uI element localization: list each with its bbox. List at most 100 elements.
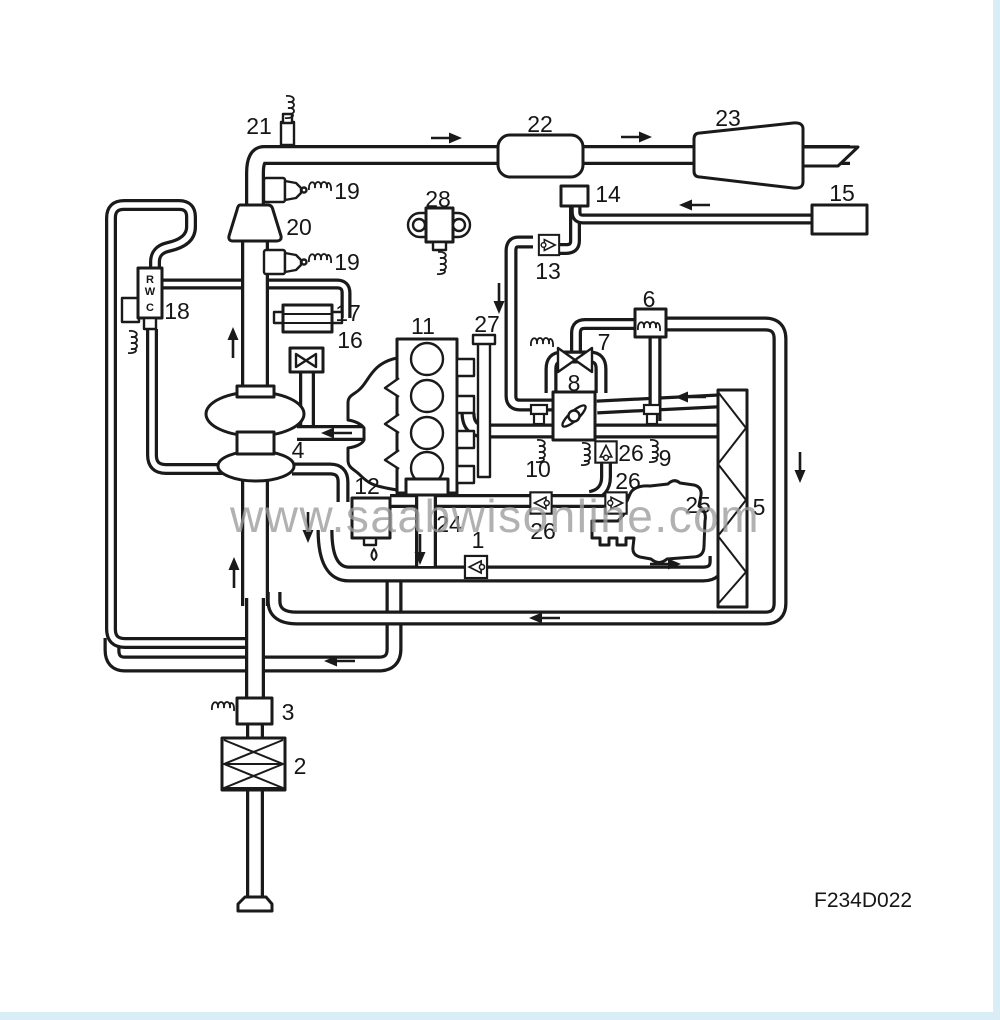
runner-4: [455, 464, 476, 485]
pipe-left-loop: [108, 202, 247, 646]
flow-arrow-down: [414, 534, 426, 565]
figure-code: F234D022: [814, 889, 912, 912]
manifold-chevrons: [383, 377, 400, 471]
part-label-4: 4: [292, 437, 305, 463]
intercooler-5: [716, 388, 749, 609]
pipe-13-down: [507, 238, 555, 409]
check-valve-1: [463, 554, 489, 580]
exhaust-tip: [801, 145, 860, 168]
pipe-exhaust-top: [248, 148, 850, 206]
air-mass-meter-cone: [227, 203, 283, 243]
part-label-10: 10: [525, 456, 551, 482]
flow-arrow-left: [679, 199, 710, 211]
intake-funnel: [346, 356, 399, 492]
part-label-8: 8: [568, 370, 581, 396]
cylinder-1: [409, 341, 445, 377]
turbo-compressor-oval-upper: [204, 390, 306, 438]
runner-3: [455, 429, 476, 450]
throttle-body-8: [551, 390, 597, 465]
check-valve-26-upper: [594, 440, 618, 464]
pipe-18-to-17: [161, 281, 349, 318]
part-label-14: 14: [595, 181, 621, 207]
butterfly-valve-7: [530, 337, 594, 374]
shift-up-valve-18: R W C: [120, 266, 164, 353]
pipe-18-down: [146, 329, 224, 475]
part-label-1: 1: [472, 527, 485, 553]
air-filter-2: [220, 736, 287, 792]
sensor-21-cap: [281, 112, 294, 125]
part-label-21: 21: [246, 113, 272, 139]
flow-arrows: [227, 131, 806, 667]
canister-17: [272, 303, 344, 334]
part-label-23: 23: [715, 105, 741, 131]
flow-arrow-down: [493, 283, 505, 314]
flow-arrow-up: [227, 327, 239, 358]
part-label-2: 2: [294, 753, 307, 779]
components: R W C: [120, 96, 869, 913]
runner-1: [455, 357, 476, 378]
sensor-21-body: [279, 120, 296, 147]
part-label-22: 22: [527, 111, 553, 137]
oval-connector-block: [235, 430, 276, 456]
flow-arrow-down: [794, 452, 806, 483]
part-label-12: 12: [354, 473, 380, 499]
part-label-13: 13: [535, 258, 561, 284]
part-label-16: 16: [337, 327, 363, 353]
flow-arrow-right: [621, 131, 652, 143]
cylinder-2: [409, 378, 445, 414]
pipe-oval-to-12: [292, 465, 347, 502]
part-label-19: 19: [334, 249, 360, 275]
oval-top-flange: [235, 384, 276, 399]
watermark-text: www.saabwisonline.com: [229, 490, 760, 542]
flow-arrow-right: [431, 132, 462, 144]
injector-19-upper: [262, 176, 333, 204]
flow-arrow-down: [302, 512, 314, 543]
runner-2: [455, 394, 476, 415]
rwc-letter-r: R: [146, 274, 154, 286]
sump-flange: [404, 477, 450, 497]
flow-arrow-right: [650, 558, 681, 570]
injector-19-lower: [262, 248, 333, 276]
pipe-6-to-7: [573, 321, 637, 352]
flow-arrow-up: [228, 557, 240, 588]
flow-arrow-left: [675, 391, 706, 403]
part-label-3: 3: [282, 699, 295, 725]
control-box-15: [810, 203, 869, 236]
fuel-rail-cap: [471, 333, 497, 346]
part-label-28: 28: [425, 186, 451, 212]
part-label-27: 27: [474, 311, 500, 337]
muffler-23: [692, 121, 805, 190]
part-label-11: 11: [411, 313, 435, 339]
rwc-letter-w: W: [145, 286, 156, 298]
engine-mount-28: [406, 206, 472, 274]
pipe-right-loop: [269, 319, 785, 623]
part-label-7: 7: [598, 329, 611, 355]
pipe-charge-to-intercooler: [319, 529, 723, 580]
flow-arrow-left: [324, 655, 355, 667]
part-label-17: 17: [335, 300, 361, 326]
part-label-26: 26: [615, 468, 641, 494]
boost-solenoid-6: [633, 307, 668, 339]
flow-arrow-left: [529, 612, 560, 624]
part-label-24: 24: [436, 511, 462, 537]
rwc-letter-c: C: [146, 302, 154, 314]
part-label-6: 6: [643, 286, 656, 312]
scan-edge-right: [993, 0, 1000, 1020]
check-valve-13: [537, 233, 561, 257]
sensor-box-14: [559, 184, 590, 208]
oil-trap-stub: [362, 536, 378, 547]
catalytic-converter-22: [496, 133, 585, 179]
resonator-3: [211, 696, 274, 726]
scan-edge-bottom: [0, 1012, 1000, 1020]
intake-flare: [236, 895, 274, 913]
part-label-25: 25: [685, 492, 711, 518]
cylinder-3: [409, 415, 445, 451]
part-label-19: 19: [334, 178, 360, 204]
oil-trap-12: [350, 496, 392, 540]
flow-arrow-left: [321, 427, 352, 439]
part-label-5: 5: [753, 494, 766, 520]
part-label-20: 20: [286, 214, 312, 240]
